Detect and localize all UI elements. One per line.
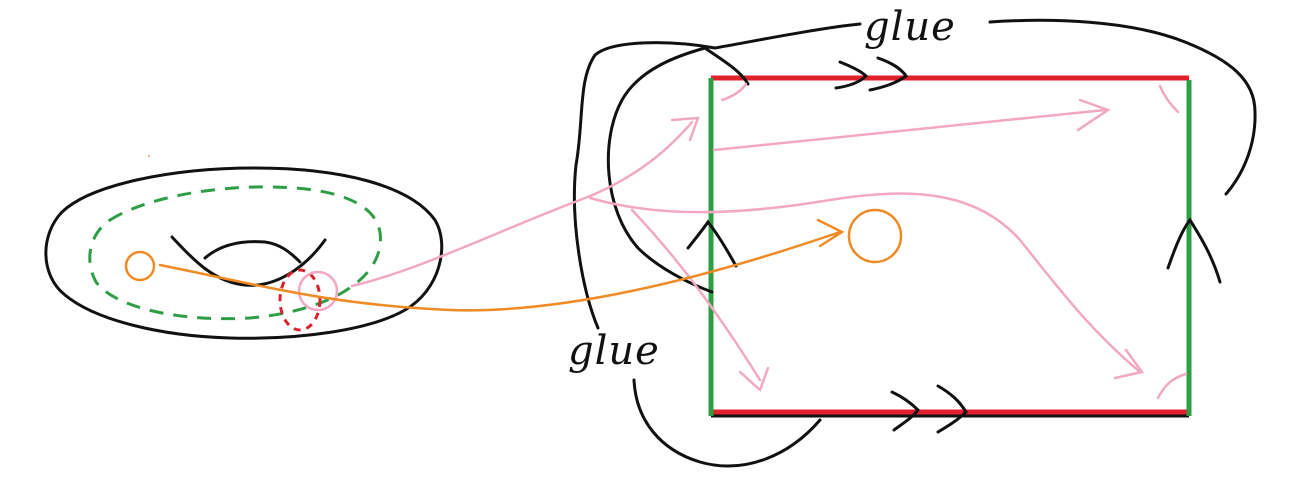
pink-path-middle — [588, 192, 1142, 374]
top-edge-arrow-1 — [834, 60, 869, 90]
torus-outline — [44, 166, 444, 340]
glue-bottom-curve — [632, 378, 822, 468]
pink-hook-bottom-right — [1156, 372, 1188, 400]
torus-hole-lower — [170, 235, 327, 287]
torus — [44, 154, 444, 340]
glue-curves — [572, 18, 1257, 468]
left-edge-arrow — [686, 219, 738, 268]
orange-map-arrow — [158, 218, 845, 312]
pink-point-circle — [297, 270, 339, 312]
pink-path-torus — [350, 120, 694, 288]
glue-top-right-curve — [988, 18, 1257, 196]
right-edge-arrow — [1166, 217, 1222, 284]
pink-path-top-arrowhead — [1076, 98, 1111, 132]
pink-hook-top-left — [720, 82, 748, 102]
torus-hole-upper — [203, 240, 302, 264]
pink-path-torus-arrowhead — [670, 116, 700, 142]
orange-image-circle — [847, 208, 903, 264]
orange-point-circle — [124, 250, 156, 282]
pink-path-middle-arrowhead — [1113, 348, 1145, 380]
fundamental-square — [686, 56, 1222, 434]
green-dashed-loop — [88, 185, 382, 321]
orange-map-path — [158, 230, 842, 312]
bottom-edge-arrow-2 — [936, 384, 968, 434]
pink-hook-top-right — [1158, 84, 1180, 114]
bottom-edge-arrow-1 — [890, 390, 920, 432]
red-dashed-meridian — [278, 268, 322, 332]
speck — [147, 154, 151, 158]
glue-label-top: glue — [864, 4, 956, 50]
pink-path-diagonal — [630, 208, 762, 382]
pink-path-diagonal-arrowhead — [738, 366, 770, 393]
pink-path-top — [712, 108, 1107, 152]
pink-paths — [350, 82, 1188, 400]
orange-map-arrowhead — [816, 218, 845, 248]
top-edge-arrow-2 — [868, 56, 909, 92]
glue-inner-left-curve — [606, 46, 750, 294]
glue-top-left-curve — [572, 22, 862, 330]
glue-label-bottom: glue — [568, 328, 660, 374]
